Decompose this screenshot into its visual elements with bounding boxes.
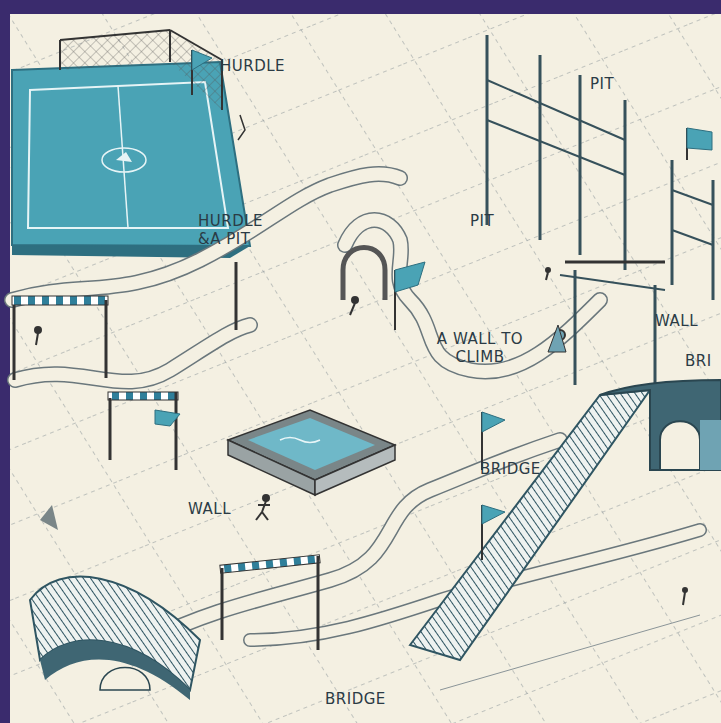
course-label: PIT [590, 75, 650, 93]
course-label: WALL [655, 312, 721, 330]
course-label: PIT [470, 212, 530, 230]
course-label: HURDLE [220, 57, 330, 75]
course-label: BRIDGE [325, 690, 415, 708]
course-label: BRI [685, 352, 721, 370]
course-label: HURDLE &A PIT [198, 212, 283, 248]
course-label: A WALL TO CLIMB [425, 330, 535, 366]
course-label: BRIDGE [480, 460, 570, 478]
course-label: WALL [188, 500, 258, 518]
